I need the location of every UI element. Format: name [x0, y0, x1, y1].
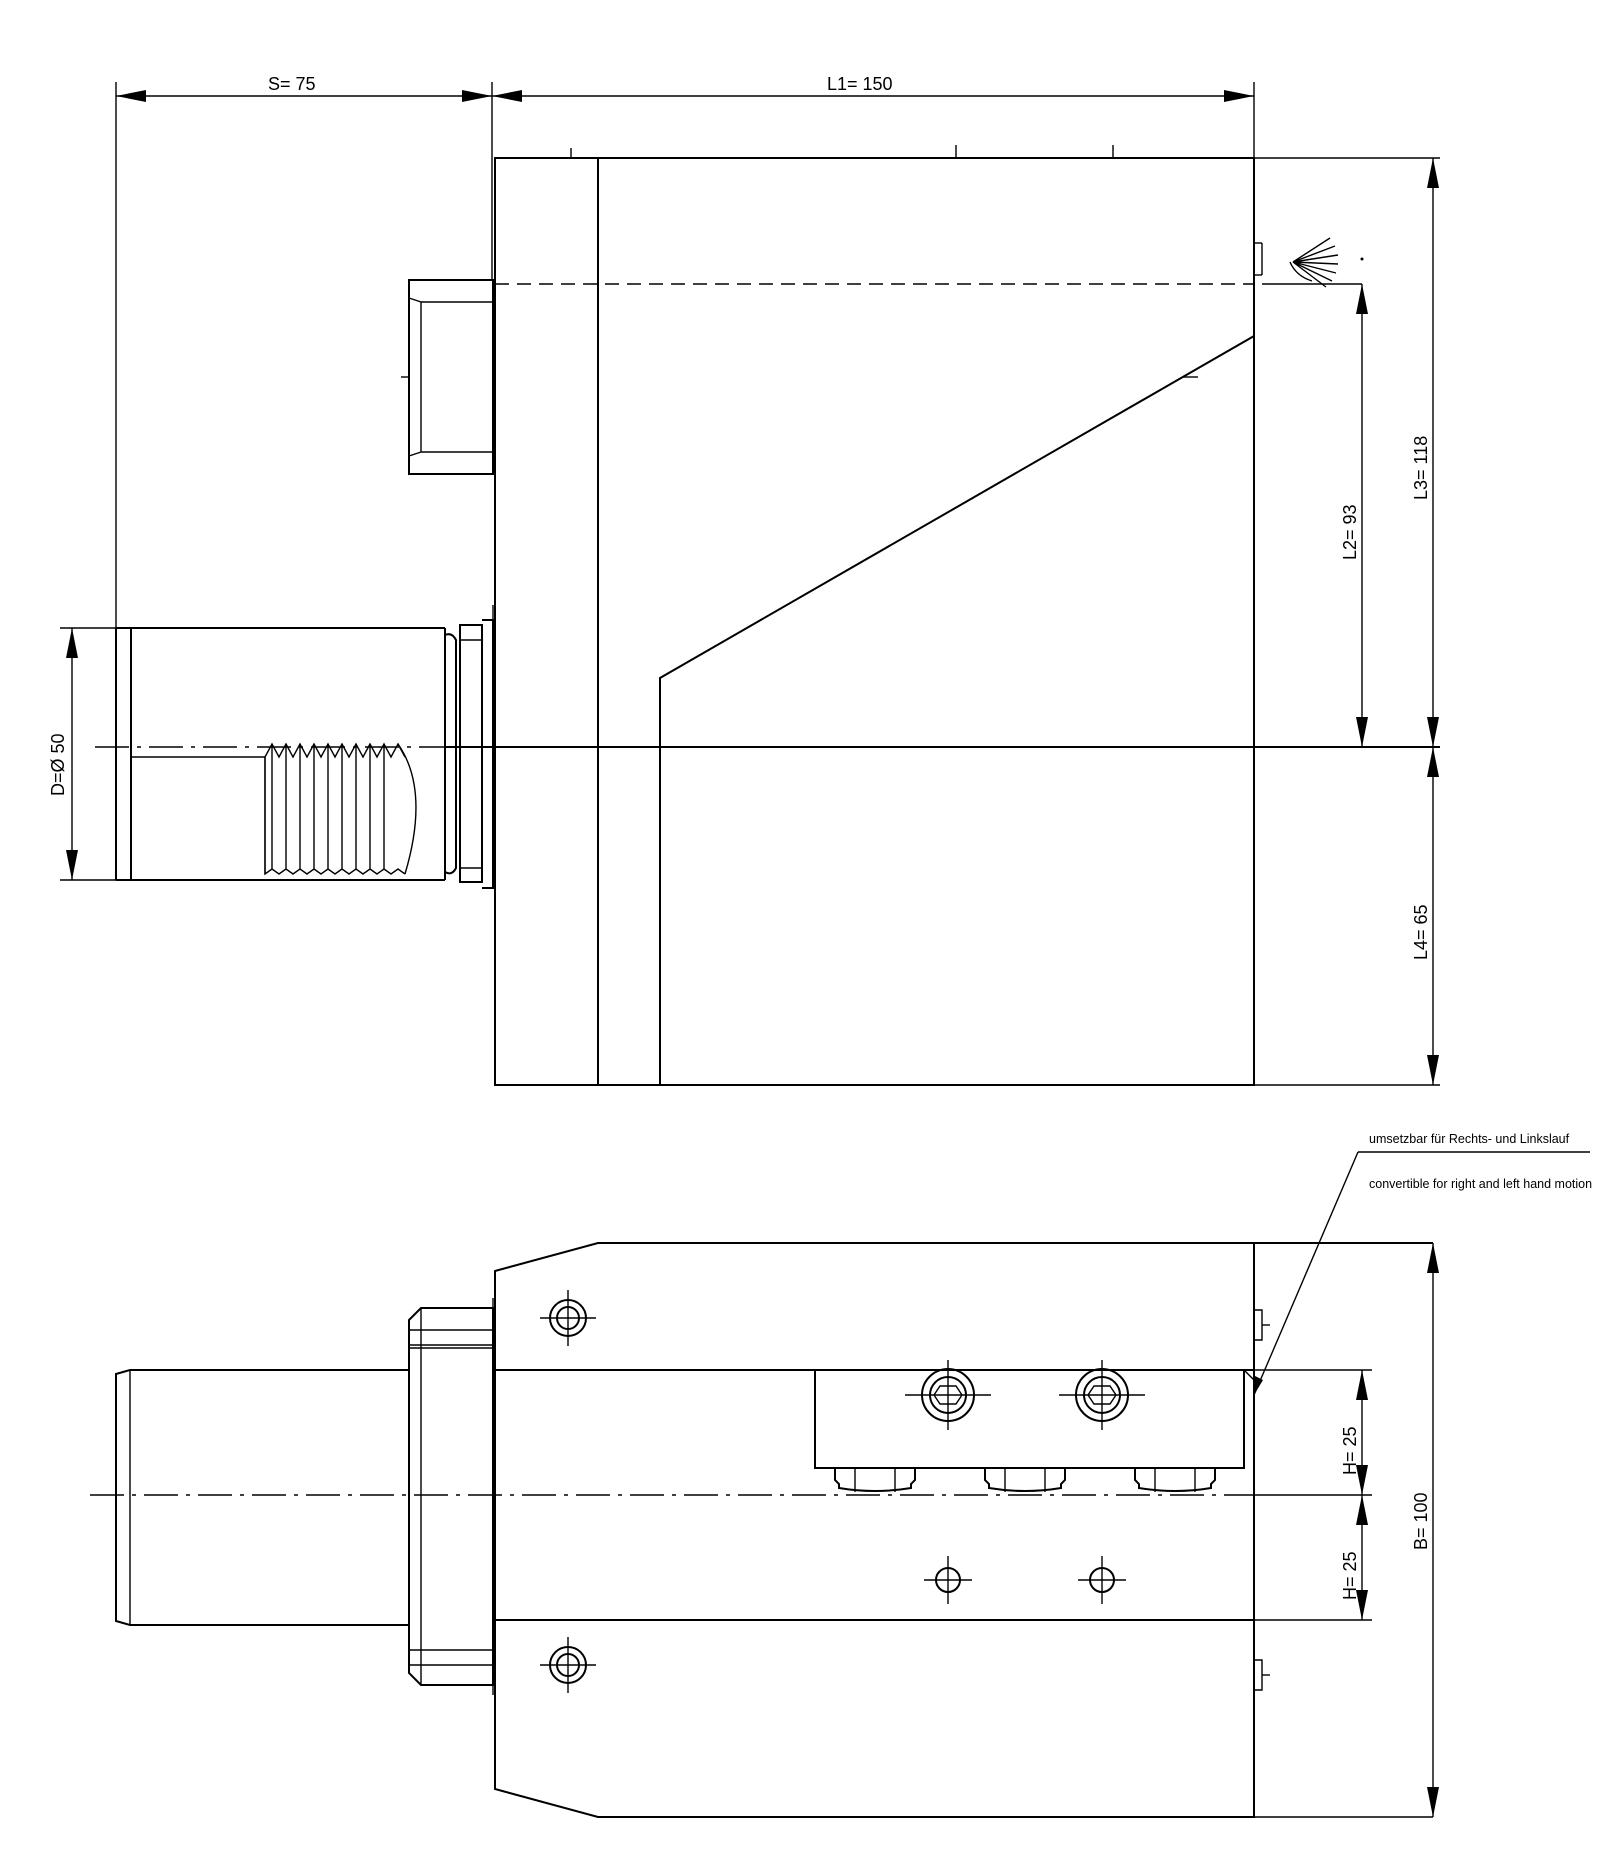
dimension-s-label: S= 75 — [268, 74, 316, 94]
dimension-l1: L1= 150 — [492, 74, 1254, 102]
dimension-l2: L2= 93 — [1340, 284, 1368, 747]
cap-screw-1 — [905, 1360, 991, 1430]
dimension-l3: L3= 118 — [1411, 158, 1439, 747]
dimension-l4-label: L4= 65 — [1411, 904, 1431, 960]
dimension-l1-label: L1= 150 — [827, 74, 893, 94]
dowel-pin-2 — [1078, 1556, 1126, 1604]
note-line-german: umsetzbar für Rechts- und Linkslauf — [1369, 1132, 1570, 1146]
dimension-d-label: D=Ø 50 — [48, 733, 68, 796]
dimension-l4: L4= 65 — [1411, 747, 1439, 1085]
dimension-b: B= 100 — [1411, 1243, 1439, 1817]
dowel-pin-1 — [924, 1556, 972, 1604]
tool-output-symbol — [1254, 237, 1364, 288]
dimension-h-lower: H= 25 — [1340, 1495, 1368, 1620]
clamp-block — [814, 1360, 1255, 1492]
cap-screw-2 — [1059, 1360, 1145, 1430]
top-view: S= 75 L1= 150 L2= 93 L3= 118 — [48, 74, 1440, 1086]
dimension-b-label: B= 100 — [1411, 1492, 1431, 1550]
housing-side-outline — [494, 1242, 1255, 1818]
dimension-h-lower-label: H= 25 — [1340, 1551, 1360, 1600]
dimension-h-upper: H= 25 — [1340, 1370, 1368, 1495]
shank — [115, 605, 494, 889]
housing-screw-top — [540, 1290, 596, 1346]
angled-profile — [659, 158, 1255, 1085]
dimension-l3-label: L3= 118 — [1411, 436, 1431, 500]
dimension-l2-label: L2= 93 — [1340, 504, 1360, 560]
housing-outline — [494, 157, 1255, 1086]
clamping-nut — [408, 279, 494, 475]
dimension-d: D=Ø 50 — [48, 628, 78, 880]
bottom-view: H= 25 H= 25 B= 100 umsetzbar für Rechts-… — [90, 1132, 1592, 1818]
shank-side — [115, 1298, 494, 1695]
note-line-english: convertible for right and left hand moti… — [1369, 1177, 1592, 1191]
dimension-s: S= 75 — [116, 74, 492, 102]
dimension-h-upper-label: H= 25 — [1340, 1426, 1360, 1475]
rotation-note: umsetzbar für Rechts- und Linkslauf conv… — [1253, 1132, 1592, 1396]
housing-screw-bottom — [540, 1637, 596, 1693]
